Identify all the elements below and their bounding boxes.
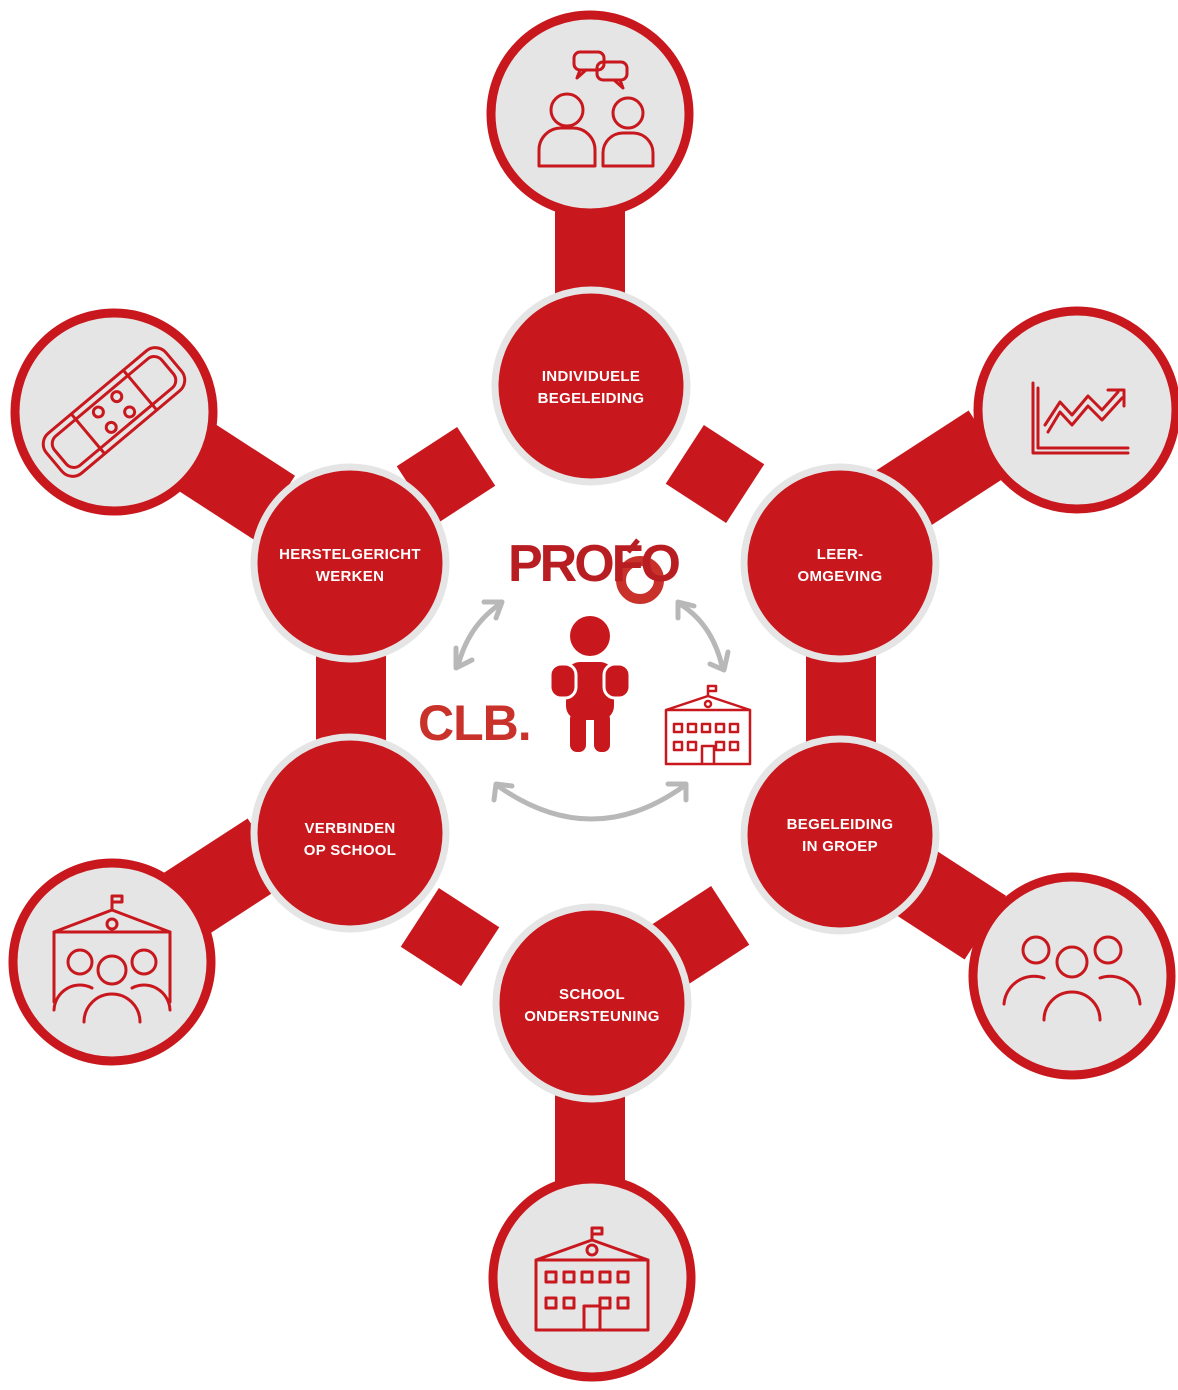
topic-circle-schoolondersteuning [492,903,692,1103]
topic-circle-verbinden [250,733,450,933]
outer-circle-individuele [486,10,694,218]
outer-circle-verbinden [8,858,216,1066]
growth-chart-icon [1031,381,1130,455]
label-line: SCHOOL [559,986,625,1003]
cycle-arrows-icon [453,599,731,822]
school-building-icon [534,1226,650,1332]
profo-logo: PROFO [508,535,681,593]
label-line: HERSTELGERICHT [279,546,421,563]
label-line: WERKEN [315,568,385,585]
label-schoolondersteuning: SCHOOL ONDERSTEUNING [492,984,692,1028]
people-speech-bubbles-icon [537,50,655,168]
bandage-icon [41,346,187,478]
label-leeromgeving: LEER- OMGEVING [740,544,940,588]
label-line: VERBINDEN [304,820,396,837]
student-icon [548,616,632,752]
clb-logo: CLB. [418,695,532,751]
label-line: LEER- [816,546,864,563]
label-groep: BEGELEIDING IN GROEP [740,814,940,858]
label-line: OMGEVING [797,568,883,585]
label-line: BEGELEIDING [537,390,645,407]
outer-circle-leeromgeving [973,306,1178,514]
topic-circle-groep [740,735,940,935]
connector-bottom-left [400,888,500,986]
label-verbinden: VERBINDEN OP SCHOOL [250,818,450,862]
topic-circle-leeromgeving [740,463,940,663]
inner-topic-circles [250,286,940,1103]
label-herstelgericht: HERSTELGERICHT WERKEN [250,544,450,588]
outer-circle-herstelgericht [10,308,218,516]
profo-logo-ring [616,538,664,604]
label-line: IN GROEP [802,838,878,855]
connector-top-right [665,425,765,523]
label-line: ONDERSTEUNING [524,1008,660,1025]
school-building-icon [664,684,752,766]
topic-circle-individuele [491,286,691,486]
label-line: BEGELEIDING [786,816,894,833]
topic-circle-herstelgericht [250,463,450,663]
label-line: OP SCHOOL [303,842,397,859]
school-people-icon [52,894,172,1024]
outer-circle-groep [968,872,1176,1080]
label-individuele: INDIVIDUELE BEGELEIDING [491,366,691,410]
group-icon [1002,935,1142,1022]
outer-icon-circles [8,10,1178,1382]
label-line: INDIVIDUELE [541,368,641,385]
outer-circle-schoolondersteuning [488,1174,696,1382]
